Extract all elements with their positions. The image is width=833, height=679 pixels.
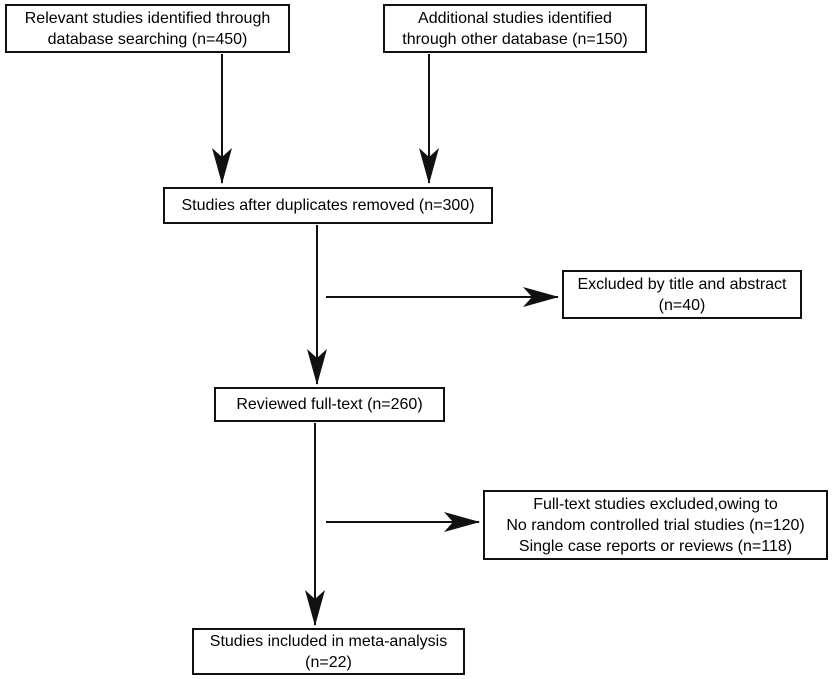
flow-box-line: Full-text studies excluded,owing to <box>533 495 778 513</box>
flow-box-line: (n=40) <box>658 296 706 314</box>
flow-box-line: No random controlled trial studies (n=12… <box>506 516 805 534</box>
flow-box-duplicates-removed: Studies after duplicates removed (n=300) <box>163 187 493 224</box>
flow-box-other-database: Additional studies identified through ot… <box>383 4 647 53</box>
flow-box-reviewed-fulltext: Reviewed full-text (n=260) <box>214 387 445 422</box>
flow-box-line: Additional studies identified <box>418 9 612 27</box>
flow-box-line: Reviewed full-text (n=260) <box>236 396 423 413</box>
flow-box-fulltext-excluded: Full-text studies excluded,owing to No r… <box>483 490 828 560</box>
flow-box-line: (n=22) <box>305 653 352 671</box>
flow-box-line: through other database (n=150) <box>402 30 628 48</box>
flow-box-line: Excluded by title and abstract <box>577 275 787 293</box>
flow-box-identified-database: Relevant studies identified through data… <box>5 4 290 53</box>
flow-box-excluded-title-abstract: Excluded by title and abstract (n=40) <box>562 270 802 319</box>
flow-box-included-meta-analysis: Studies included in meta-analysis (n=22) <box>192 628 465 675</box>
flow-box-line: database searching (n=450) <box>47 30 248 48</box>
flow-box-line: Relevant studies identified through <box>24 9 271 27</box>
flow-box-line: Studies included in meta-analysis <box>209 632 448 650</box>
flow-box-line: Studies after duplicates removed (n=300) <box>181 197 475 214</box>
flow-box-line: Single case reports or reviews (n=118) <box>518 537 793 555</box>
